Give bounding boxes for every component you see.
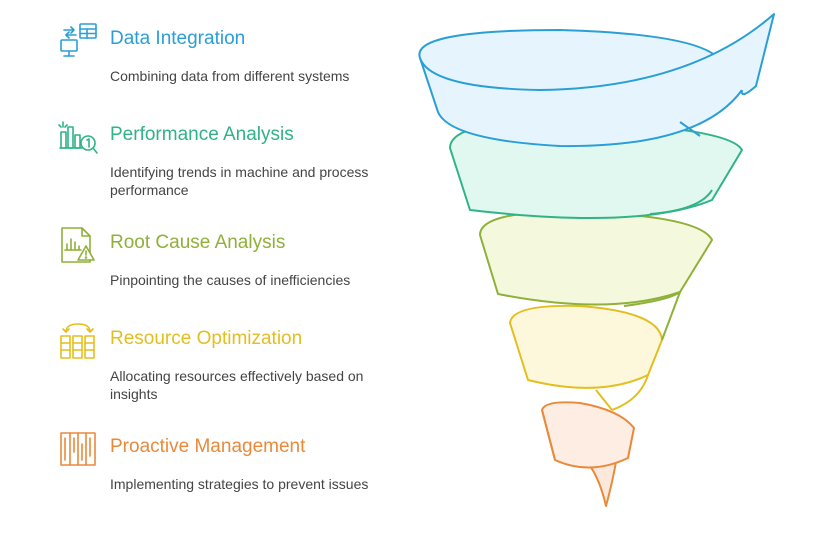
funnel-graphic bbox=[418, 13, 775, 507]
chart-search-icon bbox=[58, 121, 98, 154]
columns-icon bbox=[60, 432, 96, 466]
stage-description: Allocating resources effectively based o… bbox=[110, 368, 364, 402]
data-transfer-icon bbox=[60, 23, 97, 57]
document-warning-icon bbox=[61, 227, 95, 263]
stage-description: Combining data from different systems bbox=[110, 68, 350, 84]
stage-description: Implementing strategies to prevent issue… bbox=[110, 476, 369, 492]
funnel-tip bbox=[589, 461, 617, 507]
funnel-band-orange bbox=[541, 401, 635, 469]
funnel-band-yellow bbox=[509, 304, 663, 389]
funnel-top-rim bbox=[419, 13, 775, 96]
stage-description: Pinpointing the causes of inefficiencies bbox=[110, 272, 351, 288]
stage-description: Identifying trends in machine and proces… bbox=[110, 164, 369, 198]
stage-title: Performance Analysis bbox=[110, 124, 294, 145]
stage-title: Proactive Management bbox=[110, 436, 306, 457]
stage-title: Root Cause Analysis bbox=[110, 232, 286, 253]
stage-title: Resource Optimization bbox=[110, 328, 303, 349]
resource-allocation-icon bbox=[60, 323, 95, 359]
stage-title: Data Integration bbox=[110, 28, 246, 49]
funnel-band-olive bbox=[479, 210, 713, 306]
